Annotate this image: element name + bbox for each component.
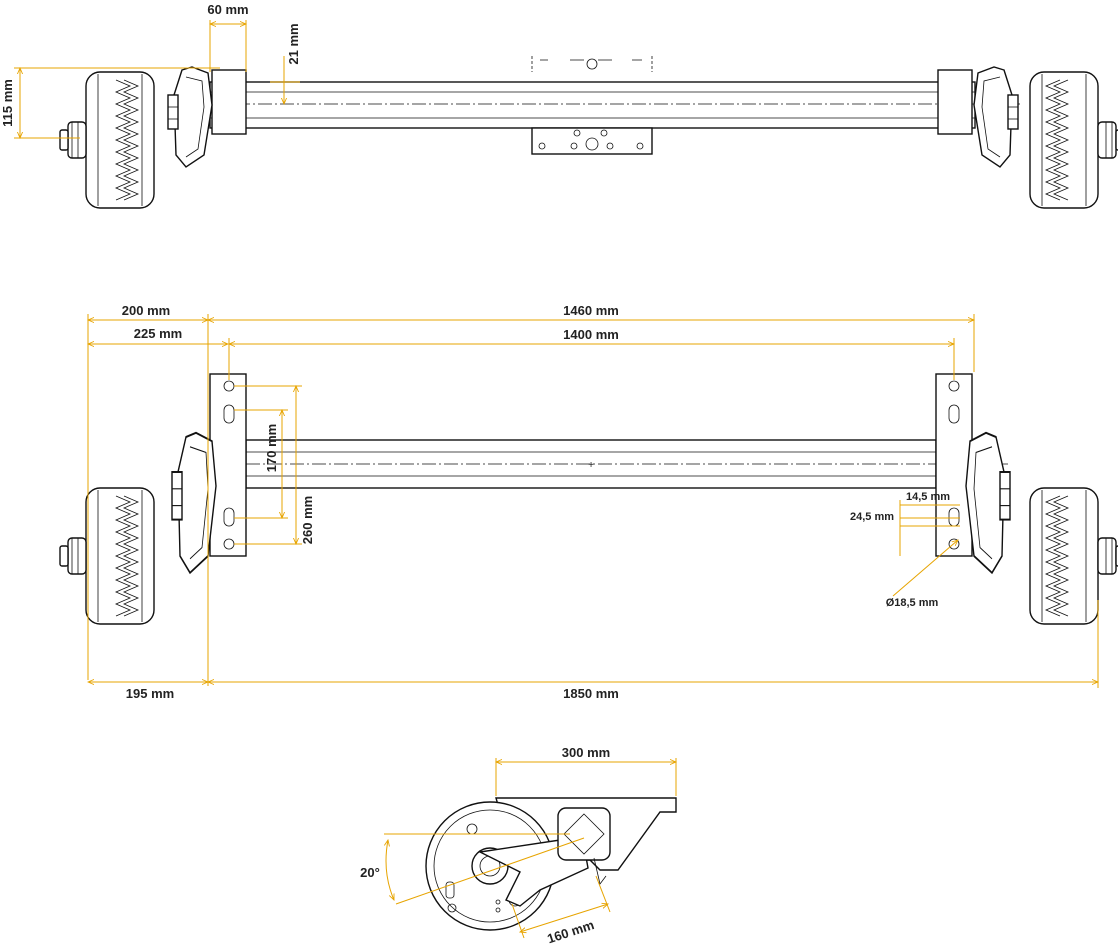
dimension-14-5mm: 14,5 mm	[900, 491, 960, 519]
dimension-14-5mm-label: 14,5 mm	[906, 491, 950, 503]
torsion-arm-right-top	[973, 66, 1019, 168]
mounting-plate-left	[209, 373, 247, 557]
dimension-20deg: 20°	[360, 833, 585, 905]
brake-drum-left-top	[59, 71, 155, 209]
dimension-1460mm: 1460 mm	[208, 303, 974, 686]
brake-drum-left-front	[59, 487, 155, 625]
dimension-170mm-label: 170 mm	[264, 424, 279, 472]
dimension-60mm: 60 mm	[207, 2, 249, 72]
dimension-24-5mm-label: 24,5 mm	[850, 511, 894, 523]
dimension-21mm-label: 21 mm	[286, 23, 301, 64]
dimension-20deg-label: 20°	[360, 865, 380, 880]
dimension-225mm: 225 mm	[88, 326, 228, 344]
dimension-18-5mm-label: Ø18,5 mm	[886, 597, 939, 609]
side-view: 300 mm 20° 160 mm	[360, 745, 676, 946]
dimension-1850mm-label: 1850 mm	[563, 686, 619, 701]
brake-drum-right-front	[1029, 487, 1118, 625]
dimension-1400mm: 1400 mm	[229, 327, 954, 380]
svg-text:+: +	[588, 460, 594, 471]
dimension-24-5mm: 24,5 mm	[850, 500, 960, 556]
dimension-21mm: 21 mm	[270, 23, 301, 104]
mounting-plate-right	[935, 373, 973, 557]
dimension-195mm-label: 195 mm	[126, 686, 174, 701]
center-mount	[531, 56, 653, 155]
dimension-60mm-label: 60 mm	[207, 2, 248, 17]
dimension-170mm: 170 mm	[234, 410, 288, 518]
front-view: + 200 mm	[59, 303, 1118, 701]
dimension-1400mm-label: 1400 mm	[563, 327, 619, 342]
axle-tube-top	[209, 81, 976, 129]
dimension-300mm: 300 mm	[496, 745, 676, 796]
dimension-225mm-label: 225 mm	[134, 326, 182, 341]
brake-drum-right-top	[1029, 71, 1118, 209]
bracket-right-top	[937, 69, 973, 135]
dimension-195mm: 195 mm	[88, 682, 208, 701]
dimension-115mm-label: 115 mm	[0, 79, 15, 127]
dimension-1850mm: 1850 mm	[208, 600, 1098, 701]
dimension-200mm: 200 mm	[88, 303, 208, 680]
top-view: 60 mm 21 mm 115 mm	[0, 2, 1118, 209]
dimension-18-5mm: Ø18,5 mm	[886, 540, 958, 609]
dimension-200mm-label: 200 mm	[122, 303, 170, 318]
dimension-300mm-label: 300 mm	[562, 745, 610, 760]
torsion-arm-left-top	[167, 66, 213, 168]
bracket-left-top	[211, 69, 247, 135]
dimension-1460mm-label: 1460 mm	[563, 303, 619, 318]
dimension-260mm-label: 260 mm	[300, 496, 315, 544]
dimension-115mm: 115 mm	[0, 68, 220, 138]
dimension-260mm: 260 mm	[234, 386, 315, 544]
